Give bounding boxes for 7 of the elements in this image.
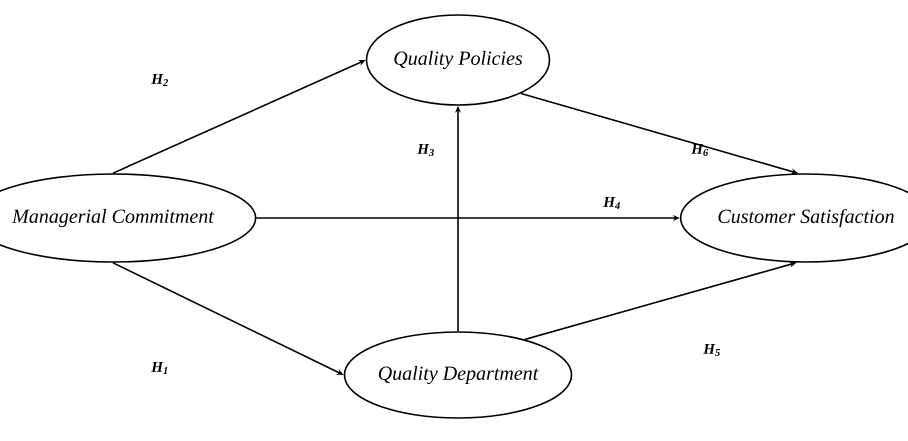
ellipse-node: Quality Department [344, 331, 572, 419]
edge-label: H$_{2}$ [151, 74, 168, 86]
edge-label: H$_{3}$ [417, 144, 434, 156]
edge-label: H$_{4}$ [603, 197, 620, 209]
ellipse-node: Quality Policies [366, 14, 550, 106]
edge-label: H$_{1}$ [151, 362, 168, 374]
edge-label: H$_{5}$ [703, 344, 720, 356]
